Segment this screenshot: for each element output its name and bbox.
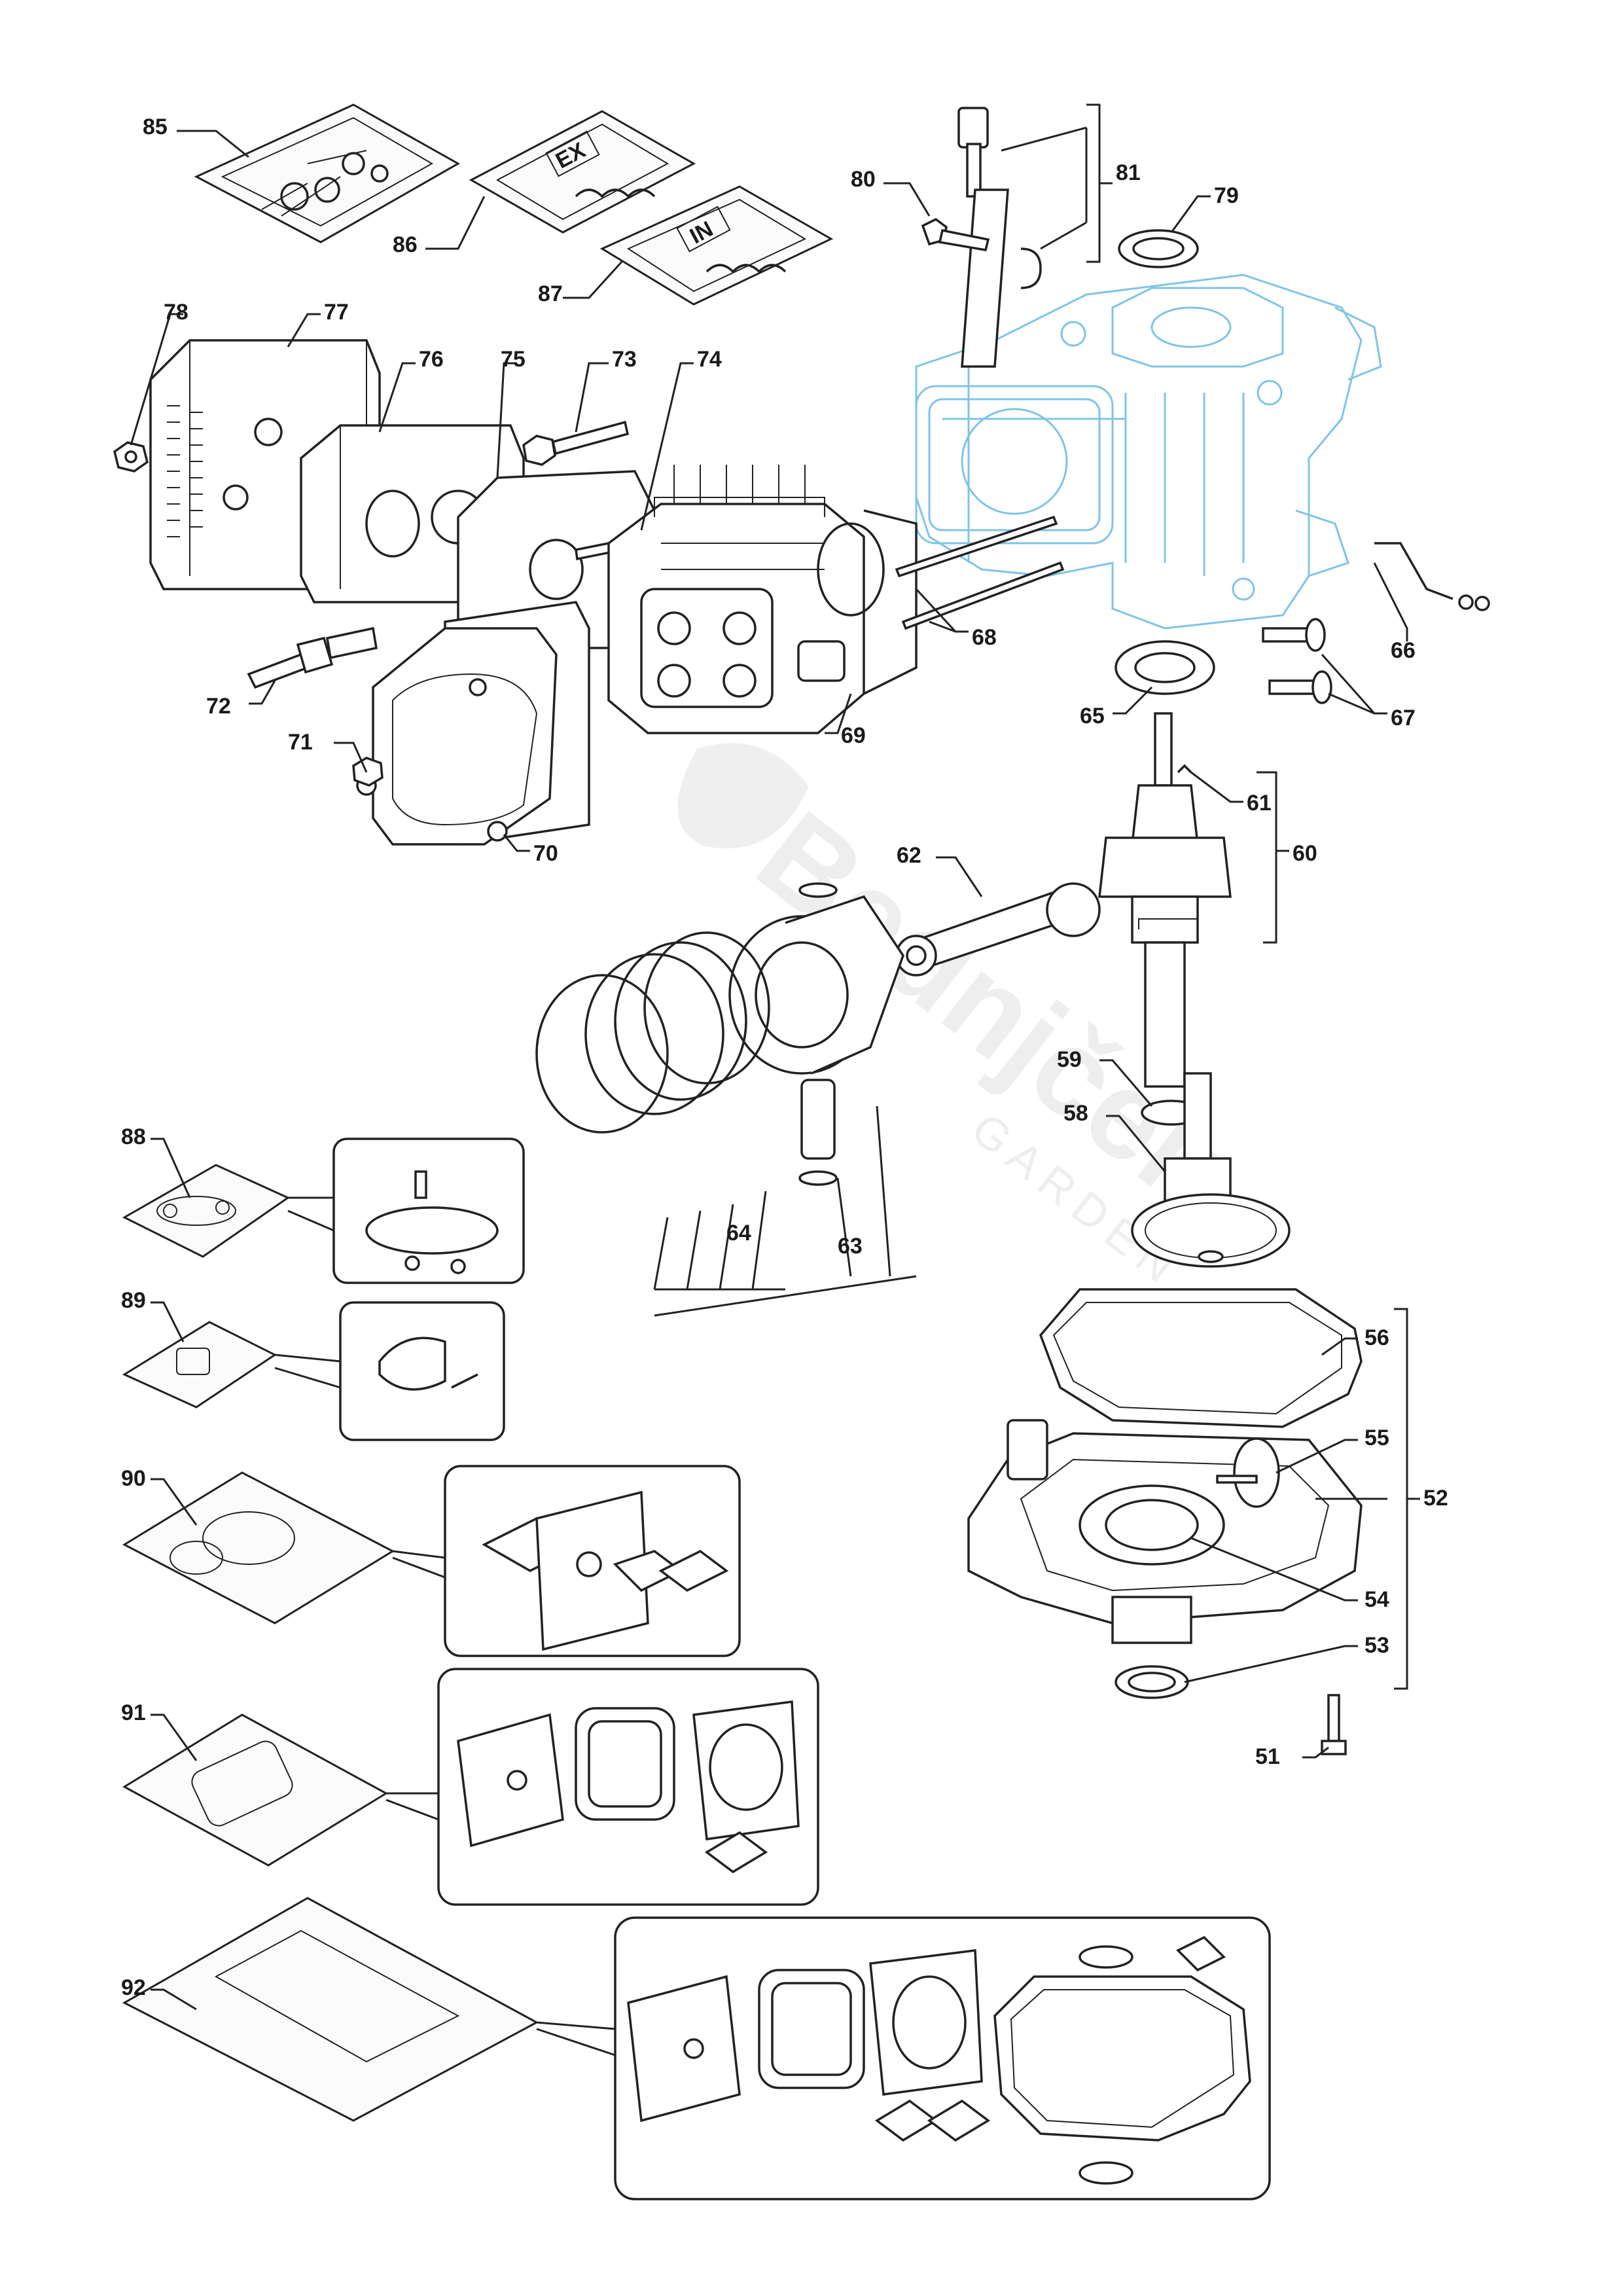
label-72: 72: [206, 694, 231, 719]
tappets-67: [1262, 618, 1332, 704]
detail-box-92: [614, 1916, 1271, 2200]
label-81: 81: [1116, 160, 1141, 185]
label-70: 70: [533, 841, 558, 866]
bearing-65: [1115, 640, 1215, 695]
label-77: 77: [324, 300, 349, 325]
lever-66: [1374, 542, 1490, 611]
label-60: 60: [1293, 841, 1317, 866]
connecting-rod-62: [895, 882, 1101, 977]
bag-90-intake-gasket-kit: [122, 1471, 395, 1624]
bag-92-complete-gasket-kit: [122, 1897, 539, 2122]
label-51: 51: [1255, 1744, 1280, 1769]
cylinder-head-69: [607, 465, 918, 734]
detail-box-91: [437, 1668, 819, 1906]
label-80: 80: [851, 167, 876, 192]
label-52: 52: [1423, 1486, 1448, 1511]
label-85: 85: [143, 115, 168, 139]
label-78: 78: [164, 300, 188, 325]
label-92: 92: [121, 1975, 146, 2000]
label-63: 63: [838, 1234, 863, 1259]
bolt-73: [522, 420, 630, 466]
piston-63: [728, 882, 904, 1186]
bag-87-intake-valve: IN: [599, 185, 834, 306]
label-75: 75: [501, 347, 526, 372]
label-66: 66: [1391, 638, 1416, 663]
label-71: 71: [288, 730, 313, 755]
label-62: 62: [897, 843, 921, 868]
label-86: 86: [393, 232, 418, 257]
label-79: 79: [1214, 183, 1239, 208]
valve-cover-70: [356, 601, 590, 846]
crankcase-cover-52: [967, 1419, 1363, 1644]
bolt-80: [921, 217, 990, 251]
bolt-51: [1321, 1694, 1347, 1755]
camshaft-58: [1131, 1072, 1291, 1268]
label-59: 59: [1057, 1047, 1082, 1072]
bag-89-clamp-kit: [122, 1321, 277, 1408]
detail-box-89: [339, 1301, 505, 1441]
label-90: 90: [121, 1466, 146, 1491]
label-76: 76: [419, 347, 444, 372]
label-74: 74: [697, 347, 722, 372]
label-55: 55: [1364, 1426, 1389, 1450]
bolt-71: [352, 757, 383, 787]
spark-plug-72: [247, 626, 378, 689]
leader-lines: [130, 103, 1420, 2011]
label-88: 88: [121, 1124, 146, 1149]
label-67: 67: [1391, 706, 1416, 730]
bag-86-exhaust-valve: EX: [469, 110, 696, 234]
oil-seal-79: [1118, 229, 1199, 268]
label-58: 58: [1063, 1101, 1088, 1126]
label-91: 91: [121, 1700, 146, 1725]
label-89: 89: [121, 1288, 146, 1313]
nut-78: [113, 441, 149, 473]
label-87: 87: [538, 281, 563, 306]
bag-85-bolt-kit: [194, 103, 461, 243]
label-73: 73: [612, 347, 637, 372]
label-68: 68: [972, 625, 997, 650]
piston-rings-64: [535, 931, 770, 1134]
callout-labels: 85 86 87 80 81 79 78 77 76 75 73 74 68 6…: [121, 115, 1448, 2000]
label-65: 65: [1080, 704, 1105, 728]
push-rods-68: [895, 515, 1065, 630]
label-69: 69: [841, 723, 866, 748]
detail-box-90: [444, 1465, 741, 1657]
label-61: 61: [1247, 791, 1272, 816]
label-54: 54: [1364, 1587, 1389, 1612]
detail-box-88: [332, 1138, 525, 1284]
dipstick-tube: [957, 107, 1042, 368]
crankcase-gasket-56: [1039, 1288, 1363, 1428]
label-56: 56: [1364, 1325, 1389, 1350]
label-64: 64: [726, 1221, 751, 1246]
bag-91-head-gasket-kit: [122, 1713, 388, 1867]
bag-88-gasket-kit: [122, 1164, 291, 1258]
governor-55: [1216, 1437, 1280, 1508]
crankshaft-60: [1098, 712, 1232, 1088]
label-53: 53: [1364, 1633, 1389, 1658]
leaf-logo-icon: [677, 743, 809, 849]
oil-seal-53: [1115, 1665, 1189, 1699]
